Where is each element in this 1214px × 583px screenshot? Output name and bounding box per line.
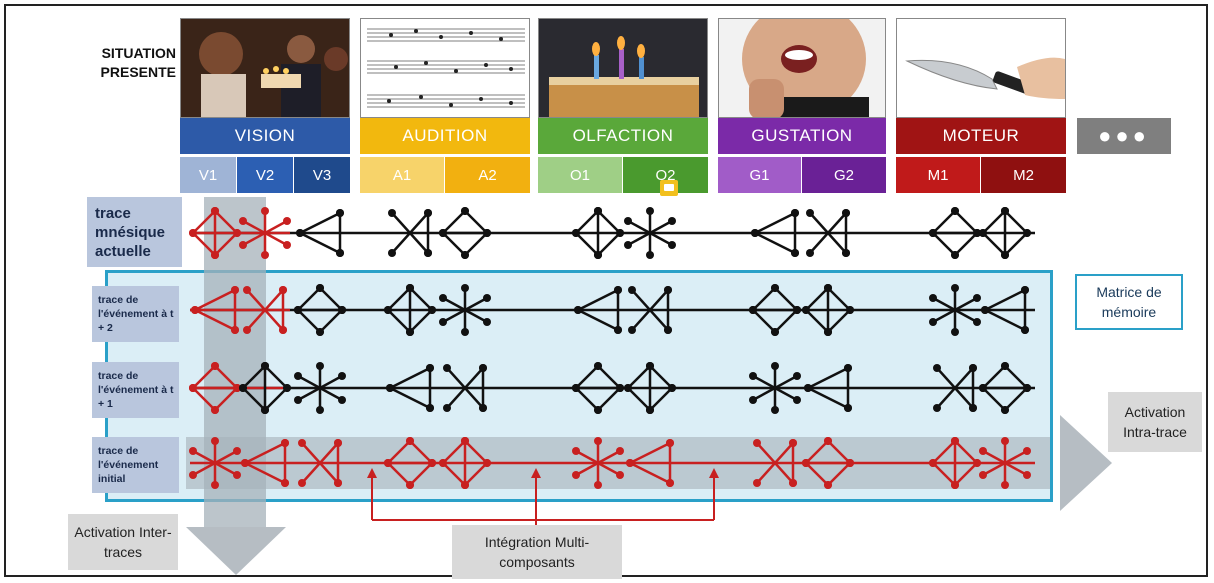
trace-motif <box>439 207 491 259</box>
sub-a1: A1 <box>360 157 444 193</box>
modality-moteur: MOTEUR <box>896 118 1066 154</box>
more-modalities-icon: ●●● <box>1077 118 1171 154</box>
trace-motif <box>979 437 1031 489</box>
trace-motif <box>624 362 676 414</box>
comment-icon[interactable] <box>660 180 678 196</box>
cake-candles-photo <box>538 18 708 118</box>
trace-motif <box>981 286 1029 334</box>
sub-g1: G1 <box>718 157 801 193</box>
modality-olfaction: OLFACTION <box>538 118 708 154</box>
trace-motif <box>802 284 854 336</box>
trace-motif <box>298 439 342 487</box>
trace-motif <box>189 207 241 259</box>
trace-motif <box>294 362 346 414</box>
modality-vision: VISION <box>180 118 350 154</box>
trace-motif <box>749 362 801 414</box>
modality-audition: AUDITION <box>360 118 530 154</box>
trace-motif <box>802 437 854 489</box>
trace-motif <box>386 364 434 412</box>
trace-motif <box>572 437 624 489</box>
row-label-current: trace mnésique actuelle <box>87 197 182 267</box>
sub-o1: O1 <box>538 157 622 193</box>
sub-v1: V1 <box>180 157 236 193</box>
trace-motif <box>753 439 797 487</box>
trace-motif <box>979 362 1031 414</box>
matrix-label: Matrice de mémoire <box>1075 274 1183 330</box>
trace-motif <box>624 207 676 259</box>
trace-motif <box>241 439 289 487</box>
trace-motif <box>189 362 241 414</box>
sub-a2: A2 <box>445 157 530 193</box>
sub-v3: V3 <box>294 157 350 193</box>
trace-motif <box>384 284 436 336</box>
trace-motif <box>749 284 801 336</box>
modality-gustation: GUSTATION <box>718 118 886 154</box>
trace-motif <box>929 284 981 336</box>
trace-motif <box>439 284 491 336</box>
row-label-t1: trace de l'événement à t + 1 <box>92 362 179 418</box>
trace-motif <box>751 209 799 257</box>
trace-motif <box>243 286 287 334</box>
sub-m2: M2 <box>981 157 1066 193</box>
birthday-party-photo <box>180 18 350 118</box>
trace-motif <box>929 437 981 489</box>
trace-motif <box>294 284 346 336</box>
trace-motif <box>572 207 624 259</box>
trace-motif <box>443 364 487 412</box>
trace-motif <box>933 364 977 412</box>
trace-motif <box>439 437 491 489</box>
trace-motif <box>806 209 850 257</box>
integration-bracket <box>371 470 715 528</box>
row-label-t2: trace de l'événement à t + 2 <box>92 286 179 342</box>
trace-motif <box>574 286 622 334</box>
trace-motif <box>572 362 624 414</box>
sub-g2: G2 <box>802 157 886 193</box>
trace-motif <box>388 209 432 257</box>
tasting-person-photo <box>718 18 886 118</box>
trace-motif <box>384 437 436 489</box>
trace-motif <box>296 209 344 257</box>
trace-motif <box>191 286 239 334</box>
trace-motif <box>189 437 241 489</box>
trace-motif <box>979 207 1031 259</box>
trace-motif <box>804 364 852 412</box>
trace-motif <box>626 439 674 487</box>
trace-motif <box>628 286 672 334</box>
sheet-music-photo <box>360 18 530 118</box>
inter-label: Activation Inter-traces <box>68 514 178 570</box>
inter-arrow <box>186 527 286 575</box>
intra-label: Activation Intra-trace <box>1108 392 1202 452</box>
row-label-initial: trace de l'événement initial <box>92 437 179 493</box>
sub-m1: M1 <box>896 157 980 193</box>
trace-motif <box>239 207 291 259</box>
intra-arrow <box>1060 415 1112 511</box>
trace-motif <box>239 362 291 414</box>
integration-label: Intégration Multi-composants <box>452 525 622 579</box>
trace-motif <box>929 207 981 259</box>
sub-v2: V2 <box>237 157 293 193</box>
knife-hand-photo <box>896 18 1066 118</box>
